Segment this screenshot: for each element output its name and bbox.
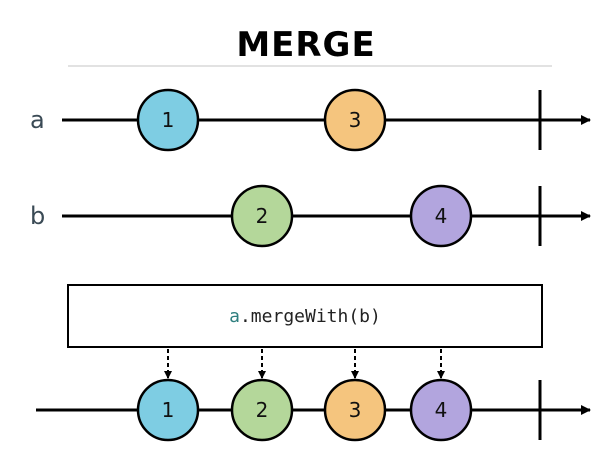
operator-label: a.mergeWith(b) [229,306,381,327]
marble-b-4-circle [409,184,473,248]
output-marble-2-value: 2 [256,398,269,422]
stream-a: a 1 3 [30,88,591,152]
operator-box: a.mergeWith(b) [67,284,543,348]
output-marble-2-circle [230,378,294,442]
output-marble-1: 1 [136,378,200,442]
output-marble-3-circle [323,378,387,442]
emission-arrows [164,349,445,379]
marble-a-3-circle [323,88,387,152]
stream-a-label: a [30,106,45,134]
marble-b-2-value: 2 [256,204,269,228]
output-marble-3: 3 [323,378,387,442]
marble-a-1-value: 1 [162,108,175,132]
marble-b-2: 2 [230,184,294,248]
output-marble-4-value: 4 [435,398,448,422]
marble-b-2-circle [230,184,294,248]
output-stream: 1 2 3 4 [36,378,591,442]
stream-b: b 2 4 [30,184,591,248]
marble-b-4: 4 [409,184,473,248]
output-marble-4: 4 [409,378,473,442]
output-marble-1-circle [136,378,200,442]
marble-a-3-value: 3 [349,108,362,132]
marble-b-4-value: 4 [435,204,448,228]
output-marble-3-value: 3 [349,398,362,422]
output-marble-2: 2 [230,378,294,442]
diagram-title: MERGE [236,25,375,65]
stream-b-label: b [30,202,45,230]
marble-a-3: 3 [323,88,387,152]
output-marble-1-value: 1 [162,398,175,422]
operator-object: a [229,306,240,327]
output-marble-4-circle [409,378,473,442]
marble-a-1: 1 [136,88,200,152]
operator-box-frame [67,284,543,348]
operator-call: .mergeWith(b) [240,306,381,327]
marble-a-1-circle [136,88,200,152]
